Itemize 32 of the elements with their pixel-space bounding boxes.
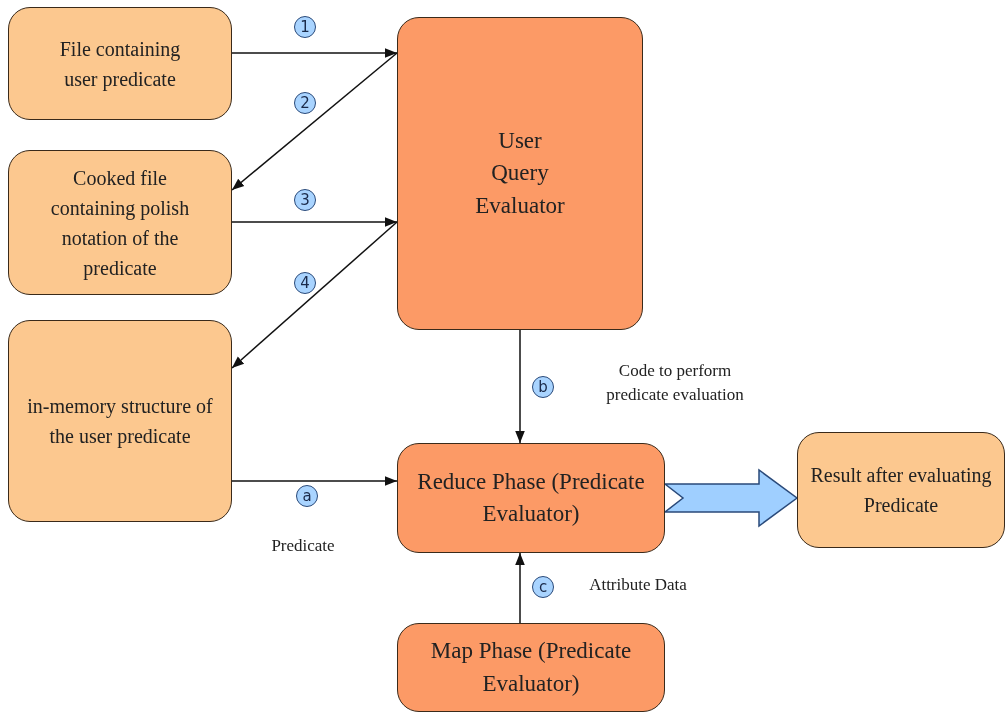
arrow <box>231 48 398 58</box>
process-box <box>397 623 665 712</box>
input-box <box>8 7 232 120</box>
step-marker: 1 <box>294 16 316 38</box>
node-text: File containing user predicate <box>58 36 182 93</box>
input-box <box>797 432 1005 548</box>
node-text: in-memory structure of the user predicate <box>26 394 214 450</box>
arrow <box>231 476 398 486</box>
step-marker: b <box>532 376 554 398</box>
node-text: Reduce Phase (Predicate Evaluator) <box>416 467 646 528</box>
step-marker: 3 <box>294 189 316 211</box>
process-box <box>397 443 665 553</box>
node-text: Map Phase (Predicate Evaluator) <box>429 637 633 698</box>
annotation-text: Predicate <box>270 535 336 557</box>
process-box <box>397 17 643 330</box>
node-text: Result after evaluating Predicate <box>809 463 993 518</box>
block-arrow <box>662 468 799 528</box>
annotation-text: Code to perform predicate evaluation <box>605 360 745 406</box>
step-marker: 2 <box>294 92 316 114</box>
node-text: User Query Evaluator <box>474 127 566 220</box>
arrow <box>515 552 525 624</box>
step-marker: 4 <box>294 272 316 294</box>
arrow <box>515 329 525 444</box>
input-box <box>8 150 232 295</box>
annotation-text: Attribute Data <box>588 574 688 596</box>
arrow <box>231 52 398 191</box>
node-text: Cooked file containing polish notation of the predicate <box>49 165 191 282</box>
step-marker: a <box>296 485 318 507</box>
arrow <box>231 217 398 227</box>
step-marker: c <box>532 576 554 598</box>
arrow <box>231 221 398 369</box>
input-box <box>8 320 232 522</box>
